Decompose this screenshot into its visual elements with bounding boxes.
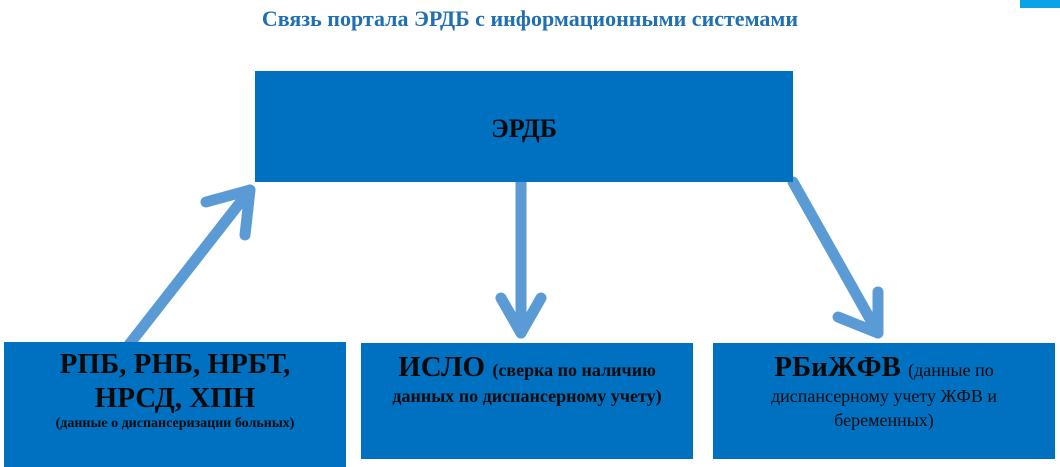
arrow-down-icon [495, 176, 547, 339]
rbi-box: РБиЖФВ (данные по диспансерному учету ЖФ… [713, 343, 1055, 459]
rbi-description: (данные по диспансерному учету ЖФВ и бер… [770, 360, 998, 430]
erdb-box: ЭРДБ [255, 71, 793, 182]
diagram-title: Связь портала ЭРДБ с информационными сис… [261, 6, 799, 31]
corner-accent-bar [1020, 0, 1060, 8]
arrow-up-right-icon [122, 184, 256, 352]
rbi-title: РБиЖФВ [774, 351, 909, 383]
arrow-down-right-icon [787, 176, 884, 339]
islo-title: ИСЛО [398, 351, 493, 383]
rpb-title-line1: РПБ, РНБ, НРБТ, [59, 348, 291, 380]
islo-box: ИСЛО (сверка по наличию данных по диспан… [361, 343, 693, 459]
rpb-box: РПБ, РНБ, НРБТ, НРСД, ХПН (данные о дисп… [4, 342, 346, 467]
rpb-description: (данные о диспансеризации больных) [55, 416, 295, 431]
islo-description: (сверка по наличию данных по диспансерно… [392, 360, 662, 406]
rpb-title-line2: НРСД, ХПН [94, 382, 256, 414]
erdb-label: ЭРДБ [491, 114, 557, 143]
